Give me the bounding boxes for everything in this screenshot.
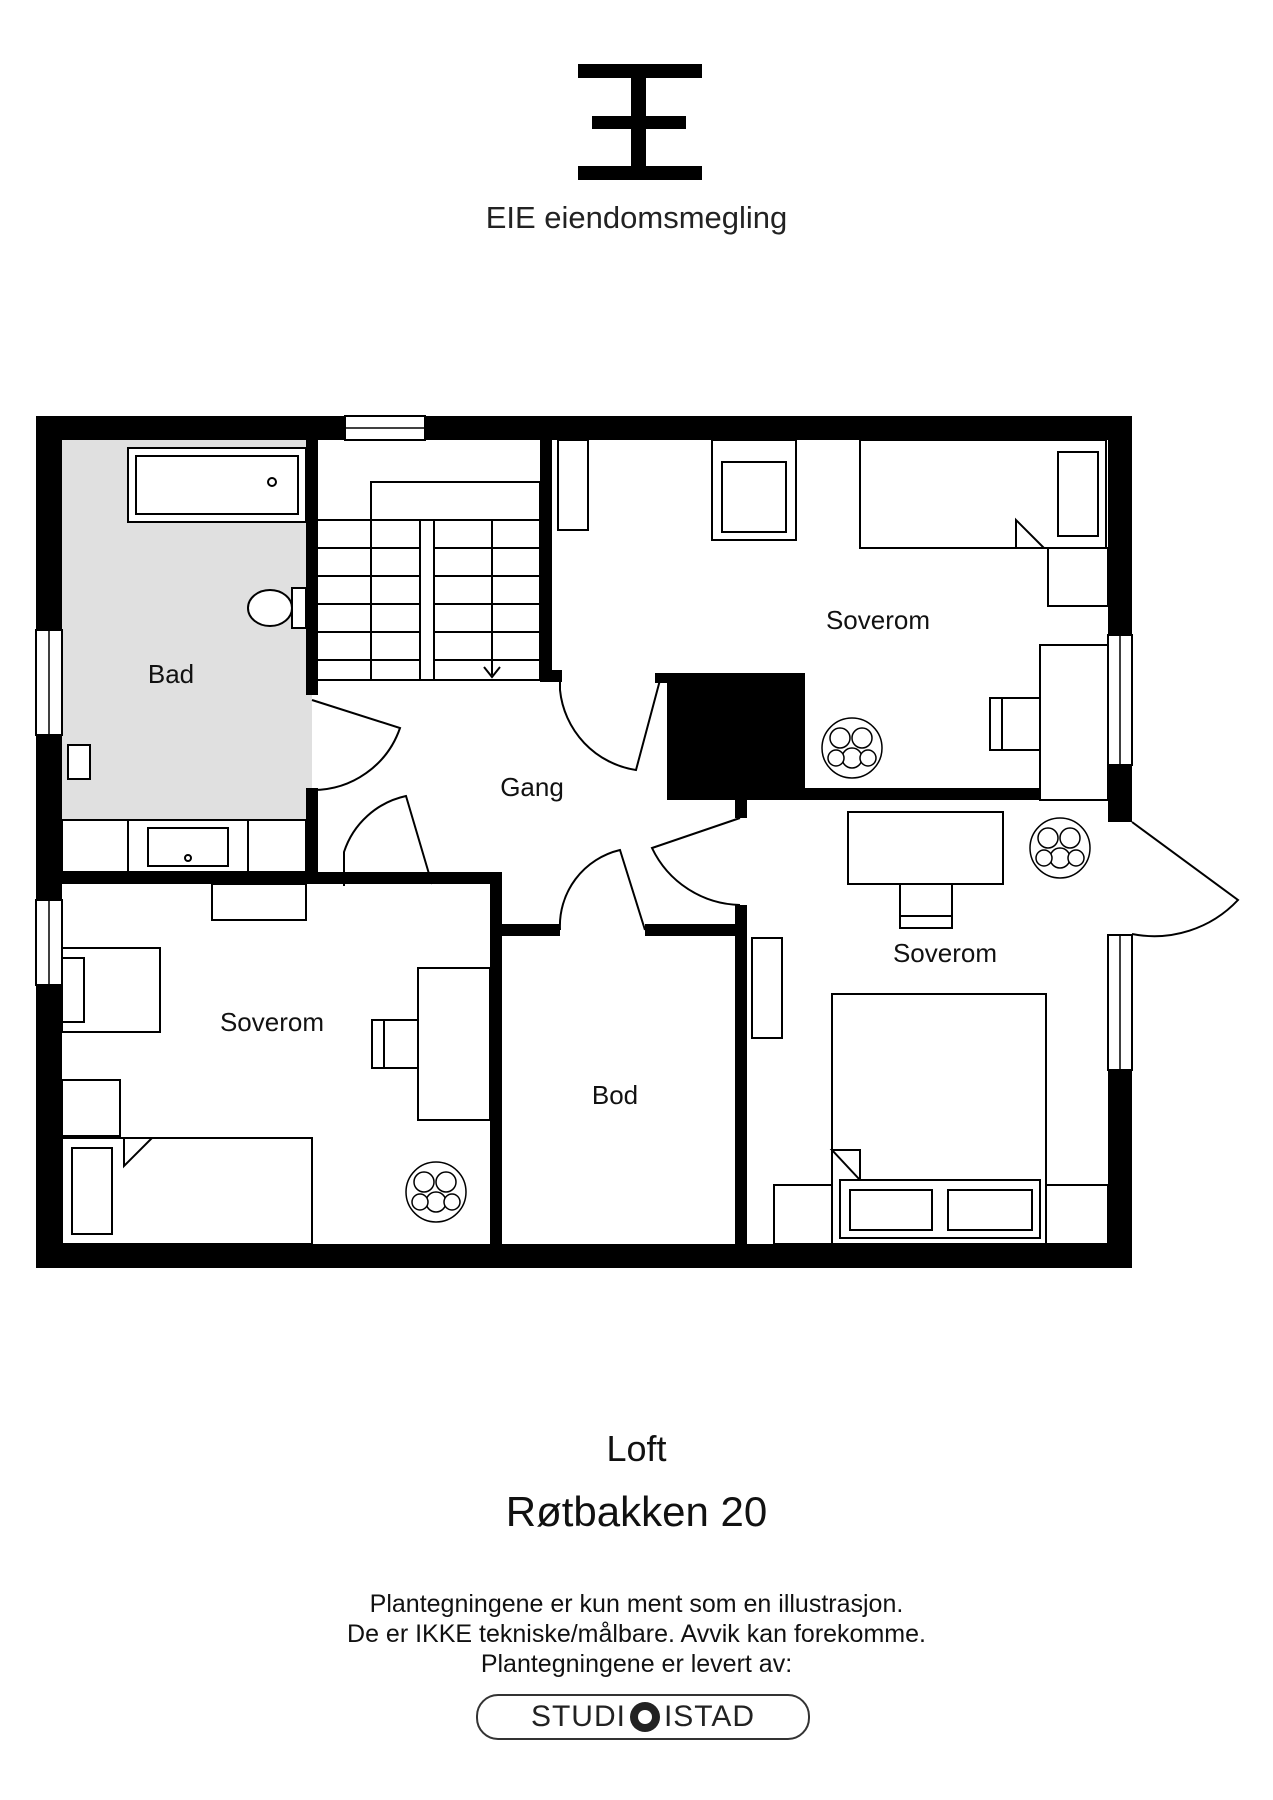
plant-top-right bbox=[821, 717, 883, 779]
room-label-bad: Bad bbox=[147, 659, 195, 689]
room-label-soverom-bottom-left: Soverom bbox=[219, 1007, 325, 1037]
studio-logo-right: ISTAD bbox=[663, 1700, 756, 1733]
disclaimer-line-1: Plantegningene er kun ment som en illust… bbox=[369, 1590, 904, 1618]
outer-wall-left bbox=[36, 416, 62, 1268]
towel-heater bbox=[67, 744, 91, 780]
chair-bottom-right bbox=[899, 883, 953, 929]
door-swings bbox=[311, 679, 1240, 938]
studio-istad-logo: STUDI ISTAD bbox=[476, 1694, 810, 1740]
brand-name: EIE eiendomsmegling bbox=[485, 200, 788, 235]
staircase bbox=[318, 481, 541, 681]
nightstand bbox=[1047, 547, 1109, 607]
eie-logo bbox=[578, 64, 702, 180]
plant-bottom-left bbox=[405, 1161, 467, 1223]
desk-bottom-left bbox=[417, 967, 491, 1121]
wardrobe-bottom-right bbox=[751, 937, 783, 1039]
toilet-tank bbox=[291, 587, 307, 629]
shelf bbox=[211, 883, 307, 921]
toilet-bowl bbox=[247, 589, 293, 627]
room-label-bod: Bod bbox=[591, 1080, 639, 1110]
room-label-gang: Gang bbox=[500, 772, 564, 802]
desk-bottom-right bbox=[847, 811, 1004, 885]
studio-logo-left: STUDI bbox=[530, 1700, 626, 1733]
chimney bbox=[667, 673, 805, 800]
floor-label: Loft bbox=[606, 1428, 667, 1469]
outer-wall-bottom bbox=[36, 1244, 1132, 1268]
wardrobe bbox=[557, 439, 589, 531]
nightstand-left bbox=[773, 1184, 833, 1245]
nightstand-right bbox=[1045, 1184, 1109, 1245]
property-address: Røtbakken 20 bbox=[505, 1488, 768, 1535]
plant-bottom-right bbox=[1029, 817, 1091, 879]
desk-top-right bbox=[1039, 644, 1109, 801]
nightstand-bottom-left bbox=[61, 1079, 121, 1137]
disclaimer-line-2: De er IKKE tekniske/målbare. Avvik kan f… bbox=[347, 1620, 926, 1648]
lens-icon bbox=[629, 1702, 660, 1732]
outer-wall-top bbox=[36, 416, 1132, 440]
disclaimer-line-3: Plantegningene er levert av: bbox=[480, 1650, 793, 1678]
room-label-soverom-bottom-right: Soverom bbox=[892, 938, 998, 968]
room-label-soverom-top-right: Soverom bbox=[825, 605, 931, 635]
